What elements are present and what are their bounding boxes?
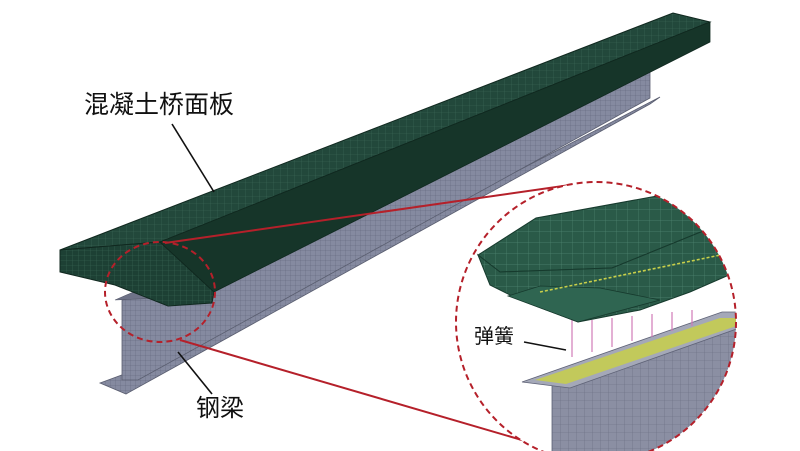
- leader-spring: [523, 341, 567, 351]
- leader-girder: [177, 351, 213, 395]
- zoom-contact-strip: [535, 318, 736, 384]
- leader-deck: [171, 123, 215, 193]
- label-concrete-deck: 混凝土桥面板: [84, 90, 235, 119]
- callout-line-upper: [164, 184, 571, 244]
- callout-line-lower: [179, 339, 557, 451]
- zoom-deck-haunch: [506, 285, 661, 323]
- zoom-circle-border: [455, 181, 737, 451]
- detail-region-marker: [104, 241, 216, 343]
- label-spring: 弹簧: [474, 324, 514, 348]
- label-steel-girder: 钢梁: [196, 394, 244, 422]
- zoom-springs: [571, 310, 693, 357]
